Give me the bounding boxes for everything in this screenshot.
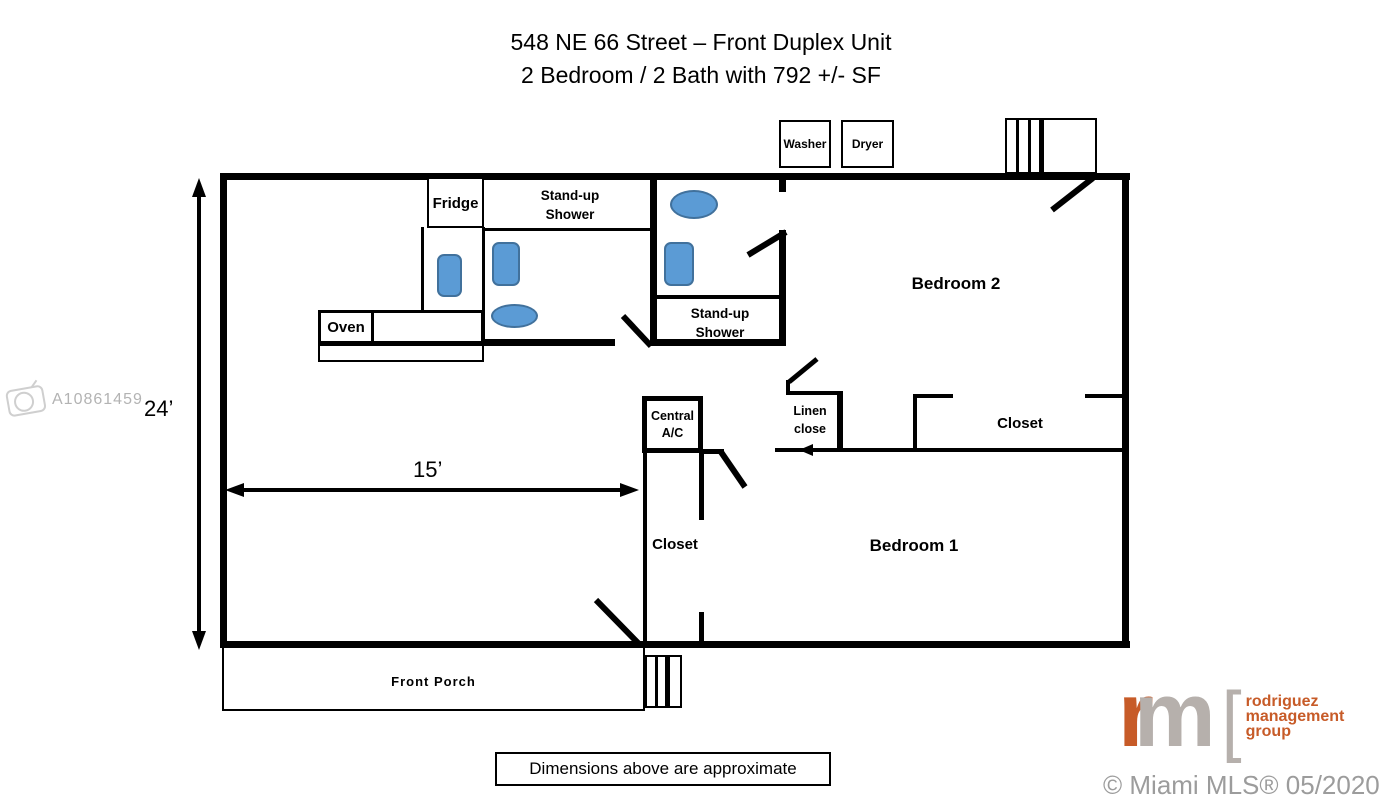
rodriguez-management-logo: r m [ rodriguez management group (1118, 664, 1345, 766)
logo-bracket: [ (1221, 676, 1242, 764)
bathroom2-right-wall (779, 230, 786, 346)
kitchen-counter-shelf (318, 344, 484, 362)
fridge-label: Fridge (432, 195, 479, 212)
bathroom2-bottom-wall (657, 339, 786, 346)
page-title-line1: 548 NE 66 Street – Front Duplex Unit (510, 29, 892, 55)
logo-letter-r: r (1118, 664, 1154, 766)
oven-label: Oven (327, 319, 365, 336)
central-ac-right-stub (703, 449, 724, 454)
back-door-bar (1016, 118, 1019, 174)
central-ac-label: Central A/C (650, 409, 695, 440)
linen-closet-door-swing (787, 357, 819, 384)
kitchen-counter-wall (421, 227, 424, 311)
central-ac-box: Central A/C (642, 396, 703, 453)
bathroom1-toilet (491, 304, 538, 328)
shower2-label: Stand-up Shower (690, 306, 750, 340)
front-door-bar (655, 655, 658, 708)
bedroom2-label: Bedroom 2 (911, 274, 1001, 293)
bedroom1-top-wall (775, 448, 1125, 452)
fridge-box: Fridge (427, 177, 484, 228)
height-arrowhead-top (192, 178, 206, 197)
bathroom2-shower-divider (657, 295, 781, 299)
back-door-bar (1039, 118, 1044, 174)
front-door-bar (665, 655, 670, 708)
shower1-label: Stand-up Shower (540, 188, 600, 222)
linen-closet-stub (786, 380, 790, 394)
page-title-line2: 2 Bedroom / 2 Bath with 792 +/- SF (521, 62, 881, 88)
front-door-box (645, 655, 682, 708)
closet-hall-right-wall-lower (699, 612, 704, 643)
wall-bottom (220, 641, 1130, 648)
bathroom1-left-wall (482, 227, 485, 343)
closet-hall-right-wall-upper (699, 453, 704, 520)
back-door-swing (1050, 175, 1095, 213)
height-dimension-label: 24’ (144, 396, 174, 421)
logo-letter-m: m (1133, 664, 1216, 766)
dryer-label: Dryer (851, 137, 884, 151)
bathroom2-sink (664, 242, 694, 286)
logo-text-line2: management (1245, 708, 1345, 725)
wall-left (220, 173, 227, 648)
bathroom1-right-wall (650, 173, 657, 346)
bathroom2-toilet (670, 190, 718, 219)
listing-id-watermark: A10861459 (52, 391, 143, 408)
linen-closet-top-wall (786, 391, 841, 395)
bathroom2-door-stub (779, 180, 786, 192)
width-arrowhead-right (620, 483, 639, 497)
closet-br2-label: Closet (997, 415, 1043, 432)
bathroom1-bottom-wall (484, 339, 615, 346)
bathroom1-sink (492, 242, 520, 286)
page-title: 548 NE 66 Street – Front Duplex Unit 2 B… (346, 26, 1056, 92)
logo-text: rodriguez management group (1245, 680, 1345, 740)
closet-hall-left-wall (643, 453, 647, 643)
closet-br2-top-wall-b (1085, 394, 1125, 398)
washer-label: Washer (783, 137, 827, 151)
bedroom1-label: Bedroom 1 (869, 536, 959, 555)
height-arrowhead-bottom (192, 631, 206, 650)
closet-br2-left-wall (913, 394, 917, 450)
front-door-swing (593, 597, 643, 648)
wall-right (1122, 173, 1129, 648)
closet-hall-label: Closet (652, 536, 698, 553)
mls-copyright: © Miami MLS® 05/2020 (1103, 770, 1380, 800)
dimensions-note: Dimensions above are approximate (495, 752, 831, 786)
hall-closet-door-swing (718, 450, 748, 489)
oven-box: Oven (318, 310, 374, 344)
wall-top (220, 173, 1130, 180)
bathroom1-shower-divider (484, 228, 654, 231)
front-porch: Front Porch (222, 646, 645, 711)
linen-closet-right-wall (837, 391, 843, 450)
washer-box: Washer (779, 120, 831, 168)
bathroom1-door-swing (620, 313, 654, 349)
width-arrowhead-left (225, 483, 244, 497)
dryer-box: Dryer (841, 120, 894, 168)
logo-text-line3: group (1245, 723, 1291, 740)
width-dimension-label: 15’ (413, 457, 443, 482)
front-porch-label: Front Porch (391, 674, 476, 689)
linen-closet-label: Linen close (793, 404, 827, 436)
camera-icon (5, 379, 47, 417)
closet-br2-top-wall-a (913, 394, 953, 398)
back-door-bar (1028, 118, 1031, 174)
kitchen-sink (437, 254, 462, 297)
logo-text-line1: rodriguez (1245, 693, 1319, 710)
